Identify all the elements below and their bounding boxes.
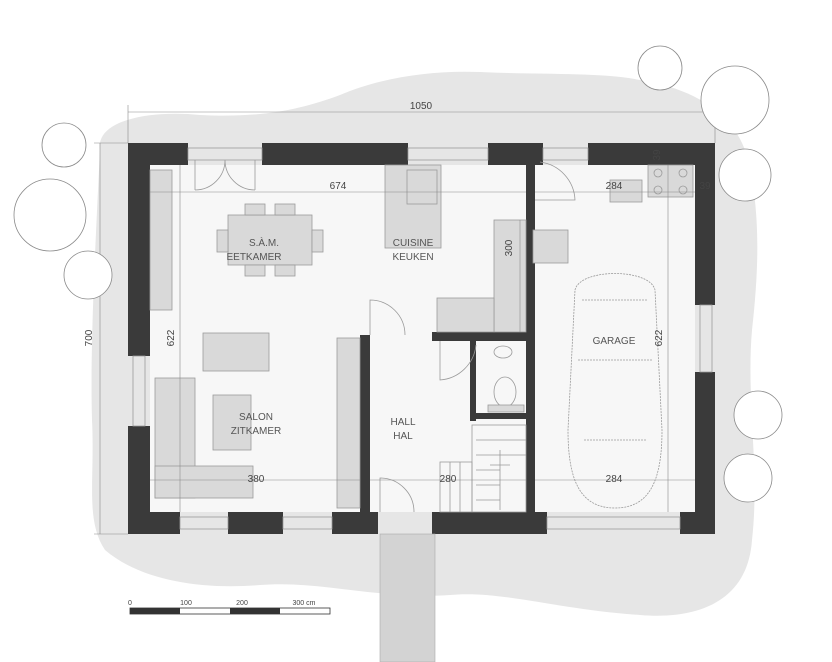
furniture	[149, 164, 694, 509]
outer-walls	[128, 143, 715, 534]
dimension-lines	[94, 105, 716, 535]
kitchen-label-1: CUISINE	[393, 238, 434, 249]
trees	[13, 45, 783, 503]
dim-garage-depth: 622	[654, 329, 665, 346]
doors	[194, 159, 576, 513]
stairs	[439, 424, 527, 513]
dim-living-width: 674	[330, 181, 347, 192]
dining-label-1: S.À.M.	[249, 236, 279, 249]
living-label-1: SALON	[239, 412, 273, 423]
interior-walls	[360, 165, 535, 512]
living-label-2: ZITKAMER	[231, 426, 282, 437]
dim-kitchen-300: 300	[504, 239, 515, 256]
dining-label-2: EETKAMER	[226, 252, 281, 263]
scale-label-0: 0	[128, 600, 132, 607]
dim-total-depth: 700	[84, 329, 95, 346]
windows	[132, 147, 713, 530]
room-labels: S.À.M. EETKAMER CUISINE KEUKEN SALON ZIT…	[226, 236, 635, 442]
hall-label-2: HAL	[393, 431, 413, 442]
dim-garage-bottom: 284	[606, 474, 623, 485]
kitchen-label-2: KEUKEN	[392, 252, 433, 263]
dim-salon-380: 380	[248, 474, 265, 485]
dim-total-width: 1050	[410, 101, 433, 112]
dim-hall-280: 280	[440, 474, 457, 485]
scale-label-300: 300 cm	[293, 600, 316, 607]
dim-39-top: 39	[652, 149, 663, 161]
scale-label-100: 100	[180, 600, 192, 607]
dim-living-depth: 622	[166, 329, 177, 346]
dim-garage-top: 284	[606, 181, 623, 192]
scale-label-200: 200	[236, 600, 248, 607]
walkway	[379, 533, 436, 662]
hall-label-1: HALL	[390, 417, 415, 428]
car-outline	[567, 273, 663, 509]
dimension-labels: 1050 700 674 284 39 39 300 622 622 380 2…	[84, 101, 711, 485]
scale-bar: 0 100 200 300 cm	[128, 600, 331, 615]
garage-label: GARAGE	[593, 336, 636, 347]
dim-39-right: 39	[699, 181, 711, 192]
